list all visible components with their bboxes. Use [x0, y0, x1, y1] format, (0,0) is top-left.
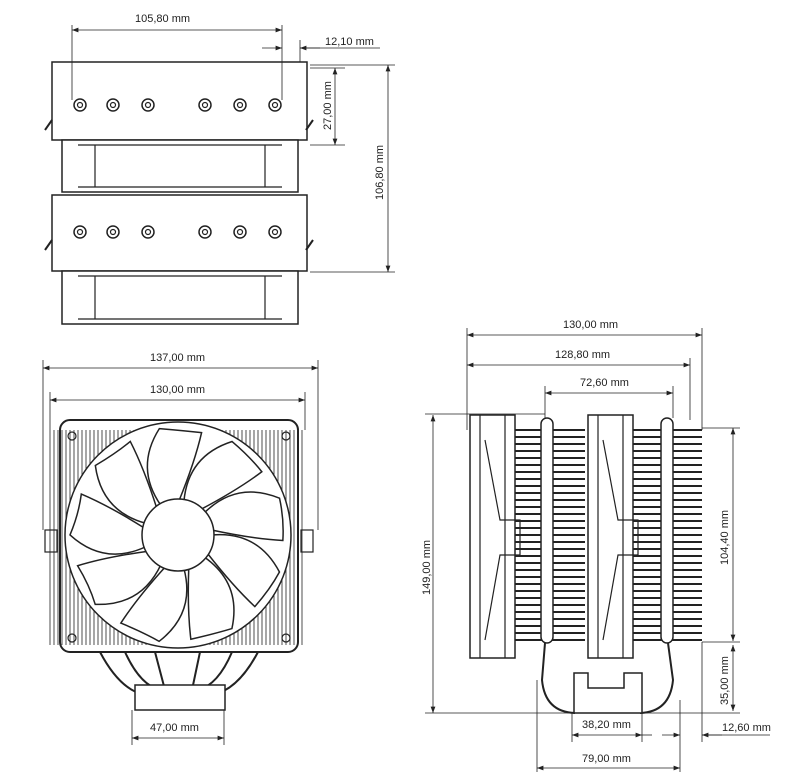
heatpipe-hole	[106, 225, 120, 239]
fan-blade	[183, 440, 263, 511]
dim-front-base: 47,00 mm	[150, 722, 199, 734]
top-view-dimensions	[71, 25, 395, 273]
fan-blade	[119, 565, 188, 643]
fan-blade	[206, 533, 281, 608]
heatpipe-hole	[106, 98, 120, 112]
heatpipe-hole-inner	[76, 228, 84, 236]
heatpipe-hole	[141, 225, 155, 239]
base-plate	[134, 684, 226, 711]
fan-frame	[59, 419, 299, 653]
heatpipe-hole	[198, 225, 212, 239]
heatpipe-hole	[233, 98, 247, 112]
heatpipe-hole-inner	[109, 228, 117, 236]
dim-side-total-width: 130,00 mm	[563, 319, 618, 331]
dim-side-pipe-span: 79,00 mm	[582, 753, 631, 765]
fan-blade	[187, 555, 235, 641]
fan-side-2	[587, 414, 634, 659]
front-view-dimensions	[42, 360, 319, 745]
heatsink-top-1	[51, 61, 308, 141]
dim-side-clearance: 35,00 mm	[719, 656, 731, 705]
heatpipe-hole-inner	[201, 228, 209, 236]
heatpipe-hole-inner	[76, 101, 84, 109]
dim-side-fin-stack: 128,80 mm	[555, 349, 610, 361]
heatpipe-hole-inner	[236, 228, 244, 236]
fan-blade	[203, 491, 284, 542]
heatpipe-hole	[141, 98, 155, 112]
heatpipe-hole-inner	[201, 101, 209, 109]
front-view	[44, 419, 314, 711]
heatpipe-hole	[73, 98, 87, 112]
dim-top-depth: 106,80 mm	[374, 145, 386, 200]
side-view-dimensions	[425, 328, 770, 772]
fan-top-2	[61, 270, 299, 325]
heatpipe-hole	[268, 225, 282, 239]
dim-side-fin-height: 104,40 mm	[719, 510, 731, 565]
fan-hub	[141, 498, 215, 572]
heatpipe-hole	[73, 225, 87, 239]
heatpipe-hole-inner	[271, 101, 279, 109]
heatpipe-hole-inner	[236, 101, 244, 109]
heatpipe-1	[540, 417, 554, 644]
dim-top-fan-height: 27,00 mm	[322, 81, 334, 130]
heatpipe-hole	[198, 98, 212, 112]
heatsink-top-2	[51, 194, 308, 272]
dim-top-width: 105,80 mm	[135, 13, 190, 25]
fan-blades	[69, 427, 284, 643]
dim-front-fin-width: 130,00 mm	[150, 384, 205, 396]
side-view	[469, 414, 702, 714]
dim-side-height: 149,00 mm	[421, 540, 433, 595]
dim-front-total-width: 137,00 mm	[150, 352, 205, 364]
heatpipe-hole-inner	[144, 228, 152, 236]
dim-side-overhang: 12,60 mm	[722, 722, 771, 734]
fan-blade	[69, 492, 147, 555]
heatpipe-hole	[233, 225, 247, 239]
fan-top-1	[61, 139, 299, 193]
dim-side-base-width: 38,20 mm	[582, 719, 631, 731]
heatpipe-2	[660, 417, 674, 644]
heatpipe-hole	[268, 98, 282, 112]
heatpipe-hole-inner	[144, 101, 152, 109]
heatpipe-hole-inner	[109, 101, 117, 109]
side-base	[573, 672, 643, 714]
dim-side-heatpipe-span: 72,60 mm	[580, 377, 629, 389]
top-view	[44, 61, 314, 325]
fan-blade	[76, 550, 162, 606]
fan-blade	[146, 427, 203, 507]
heatpipe-hole-inner	[271, 228, 279, 236]
dim-top-offset: 12,10 mm	[325, 36, 374, 48]
fan-blade	[94, 440, 158, 525]
fan-side-1	[469, 414, 516, 659]
